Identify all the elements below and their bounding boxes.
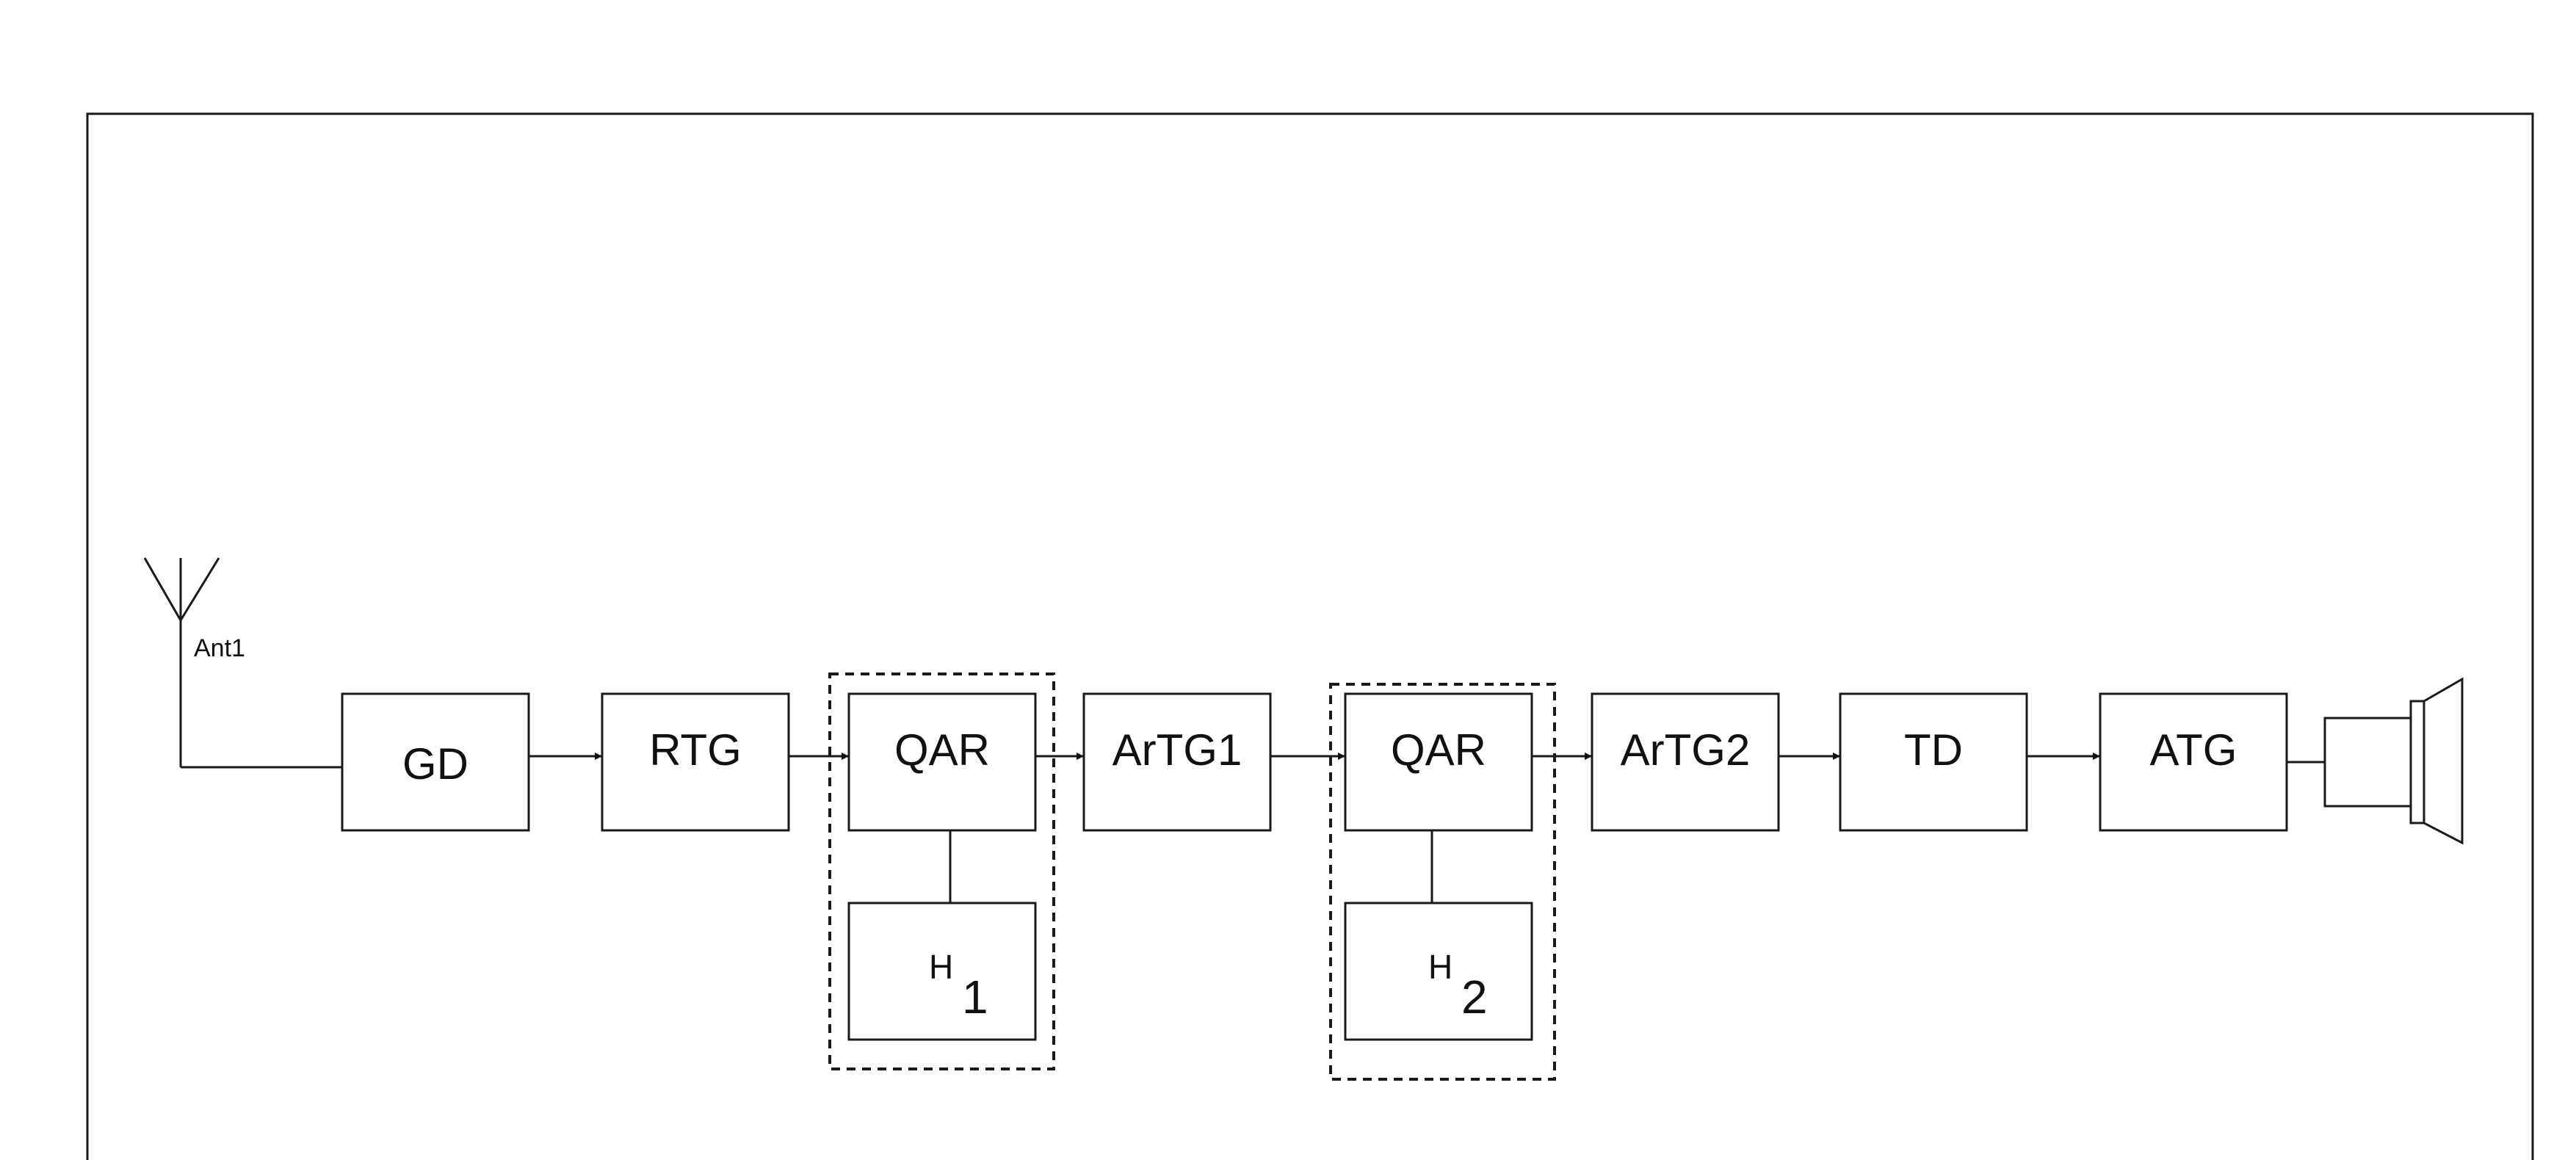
block-td-label: TD xyxy=(1904,725,1963,775)
block-td: TD xyxy=(1839,692,2028,832)
block-h1-index: 1 xyxy=(962,971,988,1023)
diagram-frame xyxy=(86,112,2534,1160)
group-frame-qar2-h2 xyxy=(1329,683,1556,1081)
group-frame-qar1-h1 xyxy=(828,673,1055,1070)
block-h1-label: H 1 xyxy=(929,948,988,1023)
block-qar-2-label: QAR xyxy=(1391,725,1486,775)
block-artg2-label: ArTG2 xyxy=(1621,725,1751,775)
block-rtg: RTG xyxy=(601,692,790,832)
block-h2-base: H xyxy=(1428,948,1452,986)
block-artg2: ArTG2 xyxy=(1591,692,1780,832)
block-rtg-label: RTG xyxy=(649,725,742,775)
block-h1-base: H xyxy=(929,948,953,986)
block-h1: H 1 xyxy=(847,902,1037,1041)
speaker-icon xyxy=(2323,677,2464,845)
block-h2: H 2 xyxy=(1344,902,1533,1041)
block-qar-1: QAR xyxy=(847,692,1037,832)
block-artg1: ArTG1 xyxy=(1082,692,1272,832)
block-qar-1-label: QAR xyxy=(894,725,990,775)
block-gd-label: GD xyxy=(402,739,468,789)
block-h2-index: 2 xyxy=(1461,971,1488,1023)
antenna-label: Ant1 xyxy=(194,634,245,662)
block-artg1-label: ArTG1 xyxy=(1112,725,1242,775)
block-h2-label: H 2 xyxy=(1428,948,1488,1023)
antenna-icon xyxy=(143,557,220,767)
block-gd: GD xyxy=(341,692,530,832)
block-atg-label: ATG xyxy=(2150,725,2237,775)
block-qar-2: QAR xyxy=(1344,692,1533,832)
block-atg: ATG xyxy=(2099,692,2288,832)
